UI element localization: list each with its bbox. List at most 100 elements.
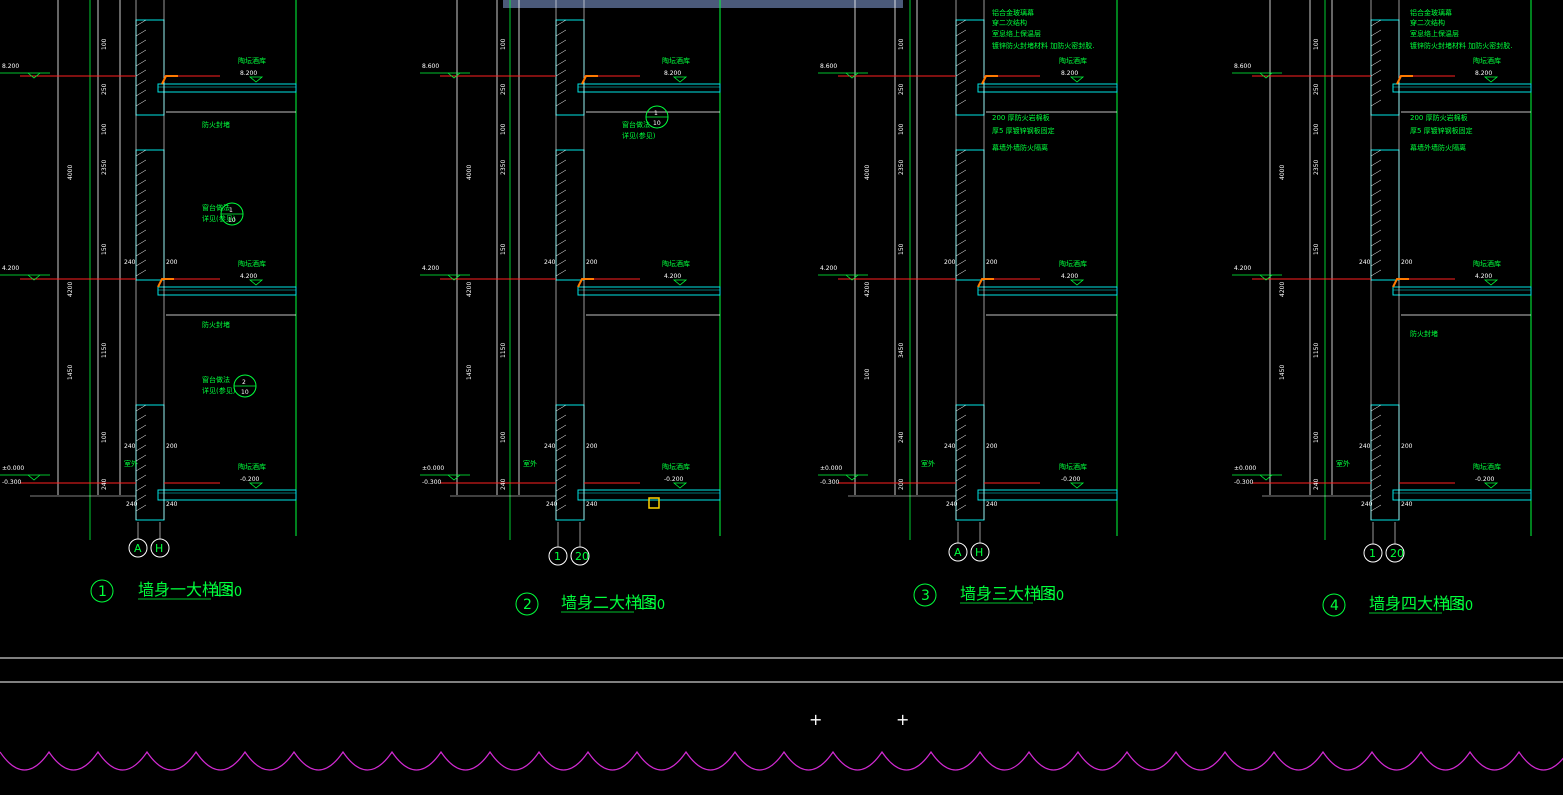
wall-hatch xyxy=(1370,159,1382,167)
wall-hatch xyxy=(955,49,967,57)
dimension-text: 200 xyxy=(986,443,998,450)
wall-hatch xyxy=(1370,504,1382,512)
wall-hatch xyxy=(955,404,967,412)
detail-number: 3 xyxy=(921,588,930,604)
detail-number-circle xyxy=(913,583,937,607)
outside-label: 室外 xyxy=(921,459,935,468)
note-text: 铝合金玻璃幕 xyxy=(992,8,1034,17)
wall-hatch xyxy=(555,404,567,412)
wall-hatch xyxy=(135,169,147,177)
note-text: 穿二次结构 xyxy=(992,18,1027,27)
wall-hatch xyxy=(135,69,147,77)
wall-hatch xyxy=(135,424,147,432)
note-text: 室息络上保温层 xyxy=(1410,29,1459,38)
level-triangle xyxy=(248,279,264,286)
note-text: 厚5 厚镀锌钢板固定 xyxy=(992,126,1055,135)
wall-hatch xyxy=(955,484,967,492)
note-text: 详见(参见) xyxy=(202,214,236,223)
wall-hatch xyxy=(135,219,147,227)
wall-hatch xyxy=(1370,424,1382,432)
level-triangle xyxy=(1259,274,1273,281)
dimension-text: 250 xyxy=(1313,83,1320,95)
flashing xyxy=(577,278,594,288)
wall-hatch xyxy=(135,229,147,237)
level-label: ±0.000 xyxy=(1234,465,1256,472)
wall-hatch xyxy=(135,99,147,107)
dimension-text: 240 xyxy=(544,443,556,450)
dimension-text: 100 xyxy=(101,38,108,50)
wall-hatch xyxy=(555,19,567,27)
dimension-text: 1450 xyxy=(1279,365,1286,380)
level-triangle xyxy=(248,482,264,489)
wall-section xyxy=(955,404,985,521)
wall-hatch xyxy=(955,454,967,462)
wall-hatch xyxy=(955,444,967,452)
detail-number-circle xyxy=(90,579,114,603)
level-label: 8.600 xyxy=(422,63,439,70)
dimension-text: 100 xyxy=(1313,123,1320,135)
wall-hatch xyxy=(135,444,147,452)
wall-hatch xyxy=(1370,59,1382,67)
dimension-text: 4000 xyxy=(864,165,871,180)
wall-section xyxy=(1370,149,1400,281)
wall-hatch xyxy=(555,29,567,37)
wall-hatch xyxy=(1370,39,1382,47)
floor-slab xyxy=(977,286,1118,296)
flashing xyxy=(1392,278,1409,288)
wall-hatch xyxy=(135,29,147,37)
dimension-text: 150 xyxy=(898,243,905,255)
dimension-text: 4200 xyxy=(466,282,473,297)
level-triangle xyxy=(447,72,461,79)
wall-hatch xyxy=(135,239,147,247)
room-label: 陶坛酒库 xyxy=(1473,56,1501,65)
note-text: 防火封堵 xyxy=(1410,329,1438,338)
callout-number: 1 xyxy=(229,207,233,214)
grid-label-right: H xyxy=(155,542,163,555)
dimension-text: 200 xyxy=(166,443,178,450)
level-triangle xyxy=(447,274,461,281)
dimension-text: 100 xyxy=(898,38,905,50)
wall-hatch xyxy=(1370,434,1382,442)
wall-hatch xyxy=(135,434,147,442)
flashing xyxy=(581,75,598,85)
wall-detail-4: 8.6004.200±0.000-0.300陶坛酒库8.200陶坛酒库4.200… xyxy=(1232,0,1532,617)
level-triangle xyxy=(845,72,859,79)
dimension-text: 240 xyxy=(1401,501,1413,508)
dimension-text: 150 xyxy=(101,243,108,255)
level-label: 8.600 xyxy=(1234,63,1251,70)
wall-section xyxy=(1370,404,1400,521)
wall-hatch xyxy=(555,434,567,442)
level-label: 4.200 xyxy=(820,265,837,272)
floor-slab xyxy=(577,83,721,93)
level-label: 8.600 xyxy=(820,63,837,70)
wall-hatch xyxy=(555,89,567,97)
room-elevation: -0.200 xyxy=(240,476,260,483)
dimension-text: 240 xyxy=(986,501,998,508)
wall-hatch xyxy=(135,464,147,472)
grid-label-left: A xyxy=(134,542,142,555)
wall-hatch xyxy=(955,189,967,197)
wall-hatch xyxy=(955,219,967,227)
dimension-text: 100 xyxy=(1313,431,1320,443)
wall-hatch xyxy=(135,199,147,207)
dimension-text: 240 xyxy=(1313,478,1320,490)
dimension-text: 240 xyxy=(1361,501,1373,508)
note-text: 200 厚防火岩棉板 xyxy=(992,113,1050,122)
floating-toolbar[interactable] xyxy=(503,0,903,8)
wall-hatch xyxy=(1370,49,1382,57)
level-triangle xyxy=(1069,279,1085,286)
level-label: ±0.000 xyxy=(422,465,444,472)
wall-hatch xyxy=(555,249,567,257)
dimension-text: 100 xyxy=(500,123,507,135)
note-text: 镀锌防火封堵材料 加防火密封胶. xyxy=(992,41,1094,50)
dimension-text: 240 xyxy=(500,478,507,490)
wall-hatch xyxy=(1370,474,1382,482)
dimension-text: 240 xyxy=(1359,259,1371,266)
wall-hatch xyxy=(555,199,567,207)
wall-hatch xyxy=(1370,199,1382,207)
flashing xyxy=(161,75,178,85)
dimension-text: 4200 xyxy=(67,282,74,297)
detail-number-circle xyxy=(515,592,539,616)
